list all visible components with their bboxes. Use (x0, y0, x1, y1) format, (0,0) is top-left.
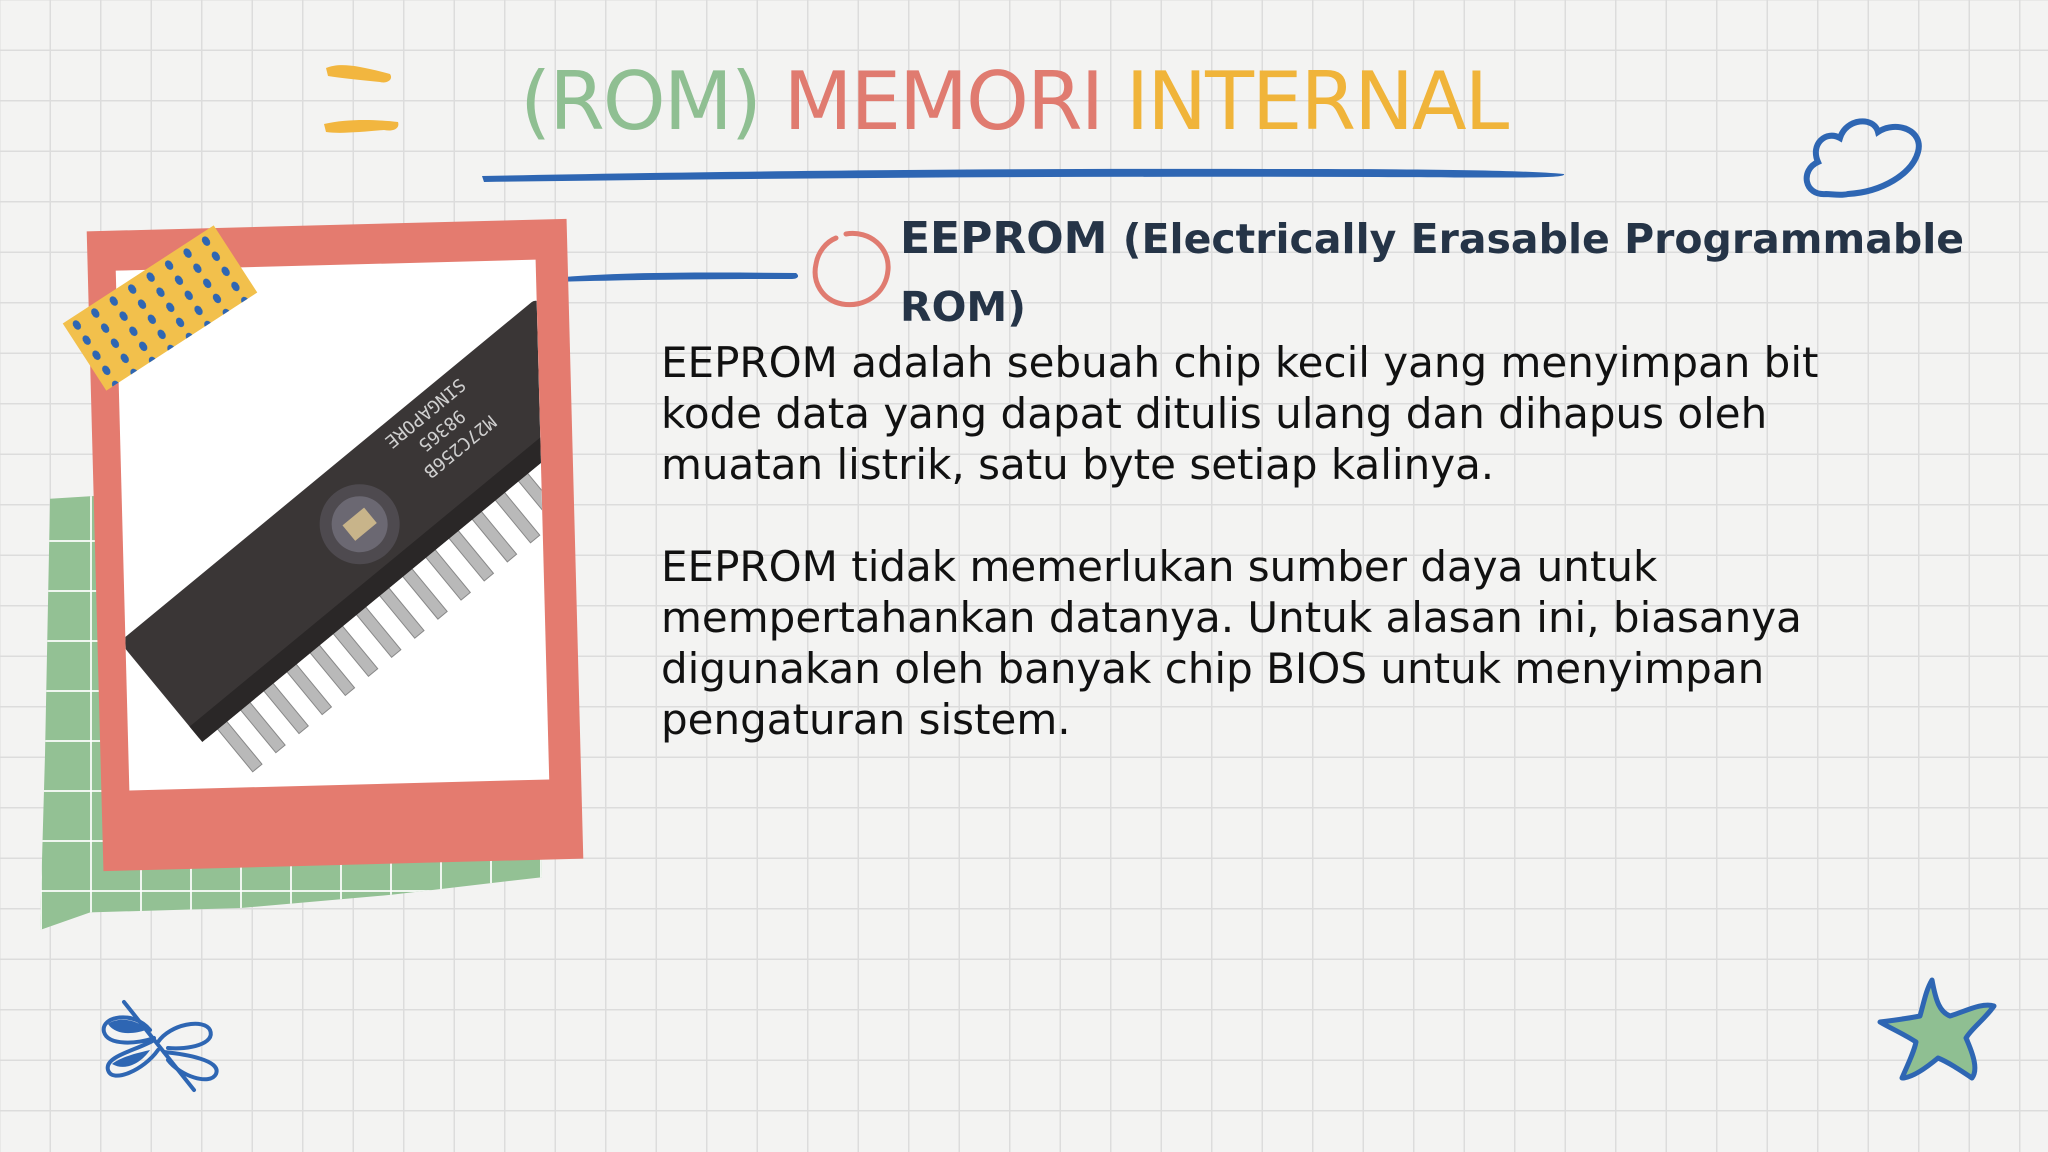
circle-doodle-icon (812, 230, 891, 308)
photo-frame: M27C256B 98365 SINGAPORE (86, 218, 584, 872)
eeprom-chip-photo: M27C256B 98365 SINGAPORE (115, 259, 550, 791)
title-part-internal: INTERNAL (1125, 55, 1510, 148)
heading-expansion: (Electrically Erasable Programmable ROM) (900, 215, 1965, 331)
title-underline (482, 168, 1565, 182)
yellow-dash-icon (324, 65, 399, 133)
dragonfly-icon (101, 1000, 219, 1092)
heading-term: EEPROM (900, 213, 1108, 264)
title-part-rom: (ROM) (520, 55, 762, 148)
starfish-icon (1877, 977, 1997, 1081)
body-paragraph-1: EEPROM adalah sebuah chip kecil yang men… (661, 338, 1819, 489)
title-part-memori: MEMORI (783, 55, 1104, 148)
body-paragraph-2: EEPROM tidak memerlukan sumber daya untu… (661, 542, 1802, 744)
connector-line (554, 272, 799, 282)
section-heading: EEPROM (Electrically Erasable Programmab… (900, 205, 1980, 341)
cloud-doodle-icon (1803, 118, 1922, 198)
slide-title: (ROM) MEMORI INTERNAL (520, 62, 1620, 142)
